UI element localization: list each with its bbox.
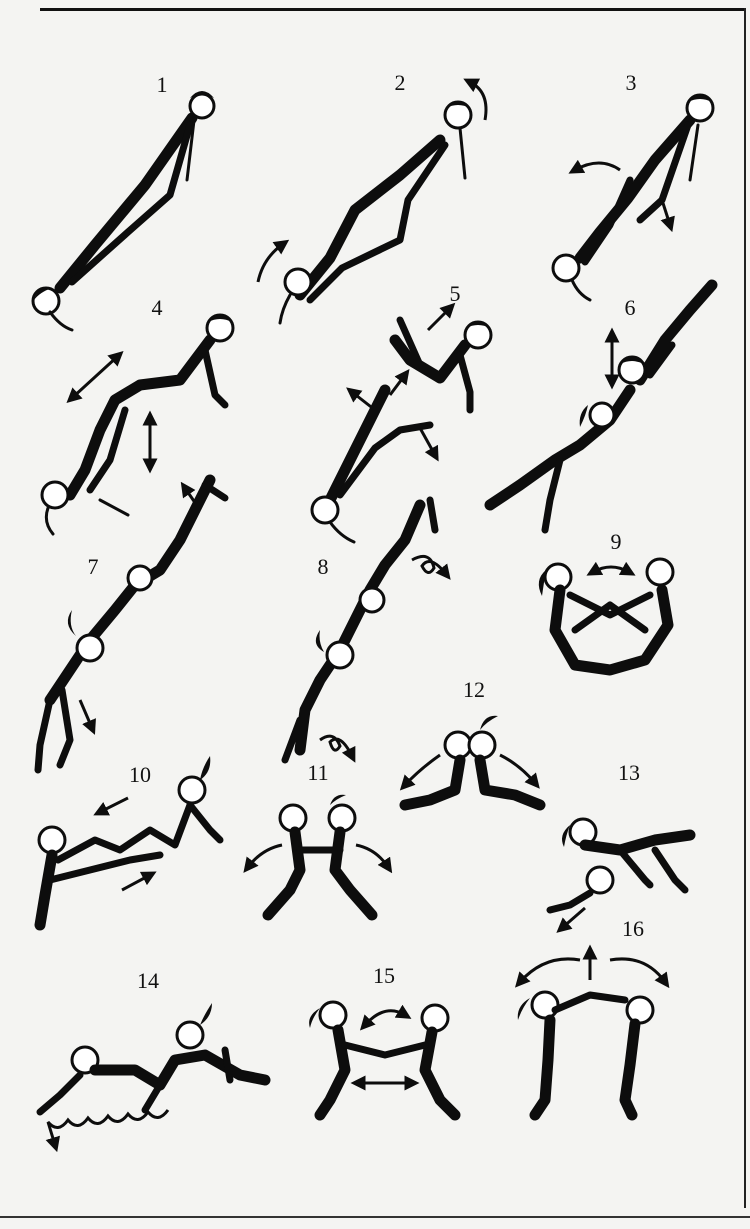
figure-16-illustration	[518, 952, 665, 1115]
figure-11-illustration	[248, 795, 388, 915]
figure-12-illustration	[405, 716, 540, 805]
figure-6-illustration	[490, 285, 712, 530]
figure-1-illustration	[33, 91, 214, 330]
figure-13-illustration	[550, 819, 690, 928]
figure-7-illustration	[38, 480, 225, 770]
figure-9-illustration	[539, 559, 673, 670]
figure-15-illustration	[309, 1002, 455, 1115]
figure-2-illustration	[258, 82, 486, 323]
figure-8-illustration	[285, 500, 446, 760]
figure-14-illustration	[40, 1003, 265, 1145]
figure-5-illustration	[312, 308, 491, 542]
figure-10-illustration	[39, 756, 220, 925]
figure-3-illustration	[553, 95, 713, 300]
